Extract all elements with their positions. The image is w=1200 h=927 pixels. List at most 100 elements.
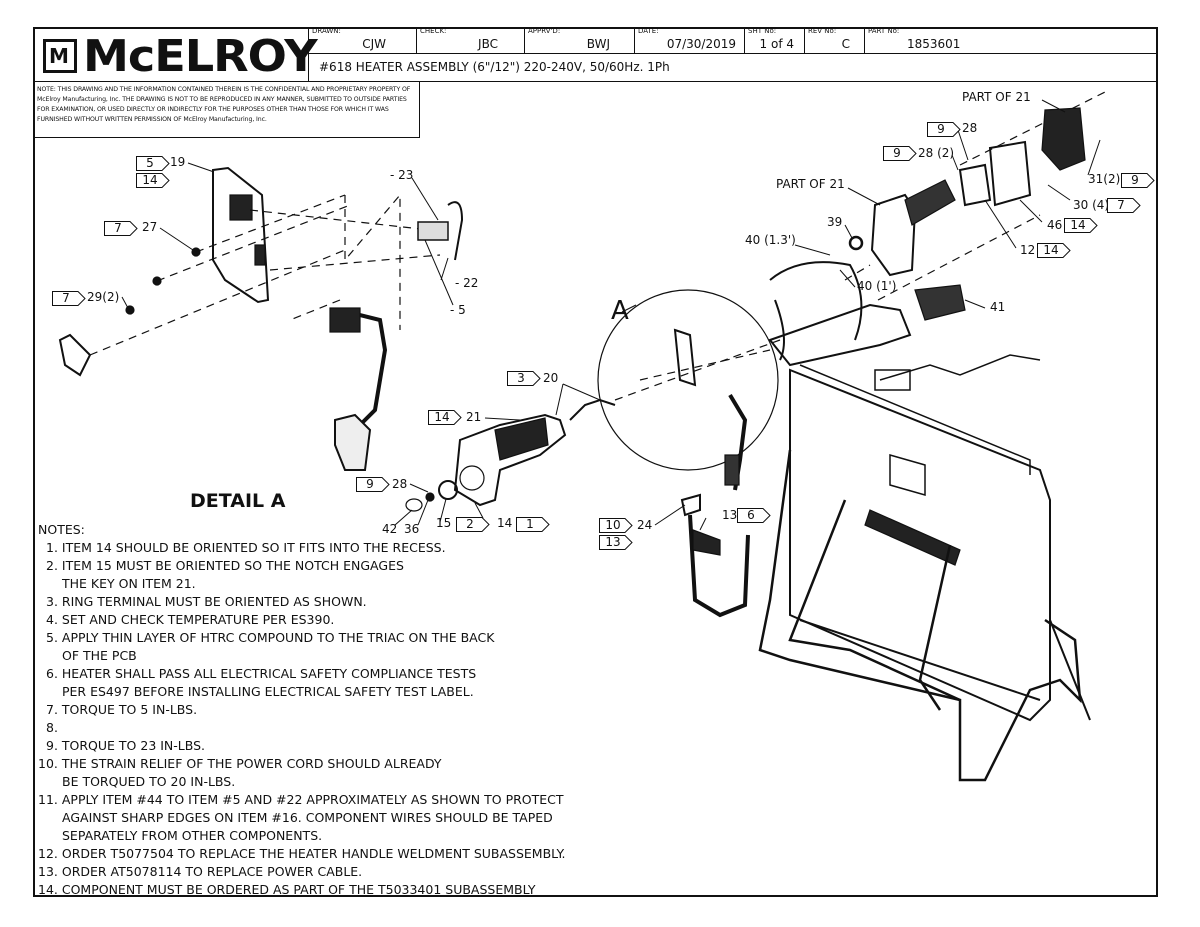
- field-rev: REV No: C: [805, 27, 865, 54]
- note-flag: 9: [356, 477, 390, 492]
- field-value: 07/30/2019: [666, 37, 736, 51]
- logo-text: McELROY: [83, 31, 318, 82]
- note-line: 6. HEATER SHALL PASS ALL ELECTRICAL SAFE…: [46, 666, 477, 681]
- field-label: PART No:: [868, 27, 900, 35]
- callout-22: - 22: [455, 276, 479, 290]
- heater-stand-bar: [799, 619, 1041, 701]
- callout-30: 30 (4): [1073, 198, 1110, 212]
- pcb-board: [212, 166, 270, 304]
- detail-spring: [724, 454, 740, 486]
- note-line: 10. THE STRAIN RELIEF OF THE POWER CORD …: [38, 756, 442, 771]
- callout-46: 46: [1047, 218, 1063, 232]
- detail-a-marker: A: [611, 296, 629, 326]
- wire: [447, 201, 464, 261]
- logo-mark-text: M: [49, 44, 69, 68]
- handle-bore: [459, 465, 485, 491]
- callout-27: 27: [142, 220, 158, 234]
- note-line: AGAINST SHARP EDGES ON ITEM #16. COMPONE…: [62, 810, 553, 825]
- note-flag: 14: [428, 410, 462, 425]
- note-line: 2. ITEM 15 MUST BE ORIENTED SO THE NOTCH…: [46, 558, 404, 573]
- note-line: 7. TORQUE TO 5 IN-LBS.: [46, 702, 198, 717]
- heater-plate-body: [789, 368, 1051, 722]
- note-line: BE TORQUED TO 20 IN-LBS.: [62, 774, 236, 789]
- field-value: JBC: [478, 37, 498, 51]
- power-cord-24: [688, 514, 750, 618]
- callout-36: 36: [404, 522, 420, 536]
- note-flag: 7: [104, 221, 138, 236]
- detail-a-circle: [597, 289, 779, 471]
- note-flag: 14: [136, 173, 170, 188]
- callout-21: 21: [466, 410, 482, 424]
- notes-section: NOTES: 1. ITEM 14 SHOULD BE ORIENTED SO …: [38, 521, 566, 899]
- callout-28-top: 28: [962, 121, 978, 135]
- note-flag: 7: [52, 291, 86, 306]
- drawing-title-row: #618 HEATER ASSEMBLY (6"/12") 220-240V, …: [309, 54, 1158, 82]
- handle-housing: [870, 193, 917, 277]
- note-line: 1. ITEM 14 SHOULD BE ORIENTED SO IT FITS…: [46, 540, 446, 555]
- part-36: [425, 492, 435, 502]
- pcb-connector: [254, 244, 266, 266]
- note-flag: 2: [456, 517, 490, 532]
- note-line: 4. SET AND CHECK TEMPERATURE PER ES390.: [46, 612, 335, 627]
- note-line: OF THE PCB: [62, 648, 137, 663]
- callout-31: 31(2): [1088, 172, 1121, 186]
- heater-top-plate: [874, 369, 911, 391]
- callout-5: - 5: [450, 303, 466, 317]
- note-line: PER ES497 BEFORE INSTALLING ELECTRICAL S…: [62, 684, 474, 699]
- connector-23: [417, 221, 449, 241]
- detail-pcb: [673, 328, 697, 387]
- note-line: 11. APPLY ITEM #44 TO ITEM #5 AND #22 AP…: [38, 792, 564, 807]
- field-value: BWJ: [586, 37, 610, 51]
- note-line: 12. ORDER T5077504 TO REPLACE THE HEATER…: [38, 846, 566, 861]
- field-label: SHT No:: [748, 27, 777, 35]
- part-42-cap: [405, 498, 423, 512]
- handle-tube-grip: [904, 179, 956, 226]
- heater-plate-edge: [799, 364, 1031, 475]
- callout-28-pair: 28 (2): [918, 146, 955, 160]
- plate-46: [988, 140, 1032, 207]
- gasket-12: [958, 163, 992, 207]
- note-line: THE KEY ON ITEM 21.: [62, 576, 196, 591]
- callout-19: 19: [170, 155, 186, 169]
- connector-5: [329, 307, 361, 333]
- grip-41: [914, 284, 966, 321]
- field-value: CJW: [362, 37, 386, 51]
- note-line: 5. APPLY THIN LAYER OF HTRC COMPOUND TO …: [46, 630, 495, 645]
- field-part-no: PART No: 1853601: [865, 27, 1158, 54]
- thermostat: [334, 413, 372, 471]
- pcb-connector: [229, 194, 253, 221]
- callout-39: 39: [827, 215, 843, 229]
- callout-23: - 23: [390, 168, 414, 182]
- heater-stand-frame: [758, 449, 1082, 782]
- detail-a-label: DETAIL A: [190, 490, 286, 512]
- field-value: 1853601: [907, 37, 961, 51]
- notes-heading: NOTES:: [38, 522, 85, 537]
- hose-40: [769, 261, 863, 341]
- field-drawn: DRAWN: CJW: [309, 27, 417, 54]
- callout-part-of-21: PART OF 21: [776, 177, 845, 191]
- callout-24: 24: [637, 518, 653, 532]
- callout-41: 41: [990, 300, 1006, 314]
- company-logo: M McELROY: [33, 27, 318, 82]
- note-line: 13. ORDER AT5078114 TO REPLACE POWER CAB…: [38, 864, 363, 879]
- heater-stand-leg: [1049, 619, 1091, 721]
- note-line: 9. TORQUE TO 23 IN-LBS.: [46, 738, 206, 753]
- callout-28: 28: [392, 477, 408, 491]
- heater-stand-frame: [788, 499, 961, 702]
- note-flag: 10: [599, 518, 633, 533]
- note-line: 3. RING TERMINAL MUST BE ORIENTED AS SHO…: [46, 594, 367, 609]
- field-value: C: [841, 37, 850, 51]
- handle-grip: [494, 417, 549, 461]
- ring-terminal-20: [569, 398, 616, 421]
- field-date: DATE: 07/30/2019: [635, 27, 745, 54]
- callout-part-of-21-top: PART OF 21: [962, 90, 1031, 104]
- note-flag: 13: [599, 535, 633, 550]
- note-flag: 14: [1064, 218, 1098, 233]
- callout-42: 42: [382, 522, 398, 536]
- note-line: 8.: [46, 720, 58, 735]
- field-label: REV No:: [808, 27, 837, 35]
- field-label: APPRV'D:: [528, 27, 561, 35]
- field-check: CHECK: JBC: [417, 27, 525, 54]
- mcelroy-label: [864, 509, 961, 566]
